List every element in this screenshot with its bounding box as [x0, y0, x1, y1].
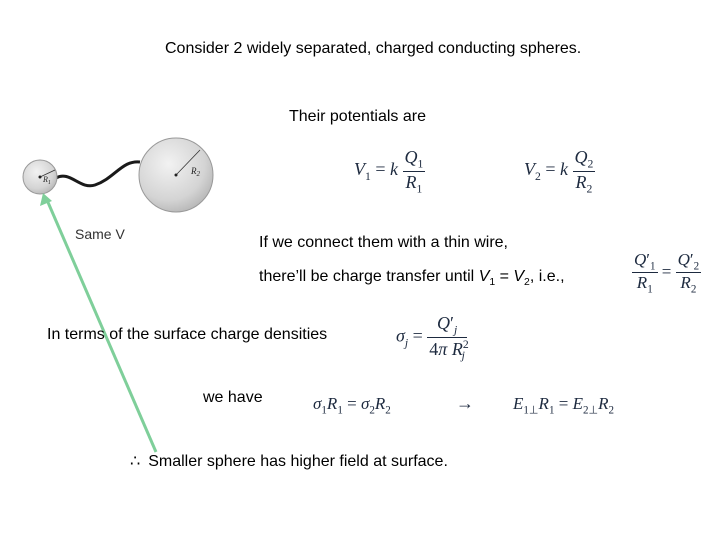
potentials-intro: Their potentials are — [289, 108, 426, 125]
sigma-r-equation: σ1R1 = σ2R2 — [313, 394, 391, 417]
small-sphere-radius-label: R1 — [42, 175, 51, 186]
surface-text: In terms of the surface charge densities — [47, 326, 328, 343]
field-equation: E1⊥R1 = E2⊥R2 — [513, 394, 615, 417]
therefore-symbol: ∴ — [130, 451, 141, 470]
transfer-text: there’ll be charge transfer until V1 = V… — [259, 268, 565, 289]
large-sphere-radius-label: R2 — [190, 166, 201, 178]
connecting-wire — [55, 160, 141, 188]
we-have-text: we have — [203, 389, 263, 406]
pointer-arrow — [45, 199, 158, 453]
connect-text: If we connect them with a thin wire, — [259, 234, 508, 251]
heading: Consider 2 widely separated, charged con… — [165, 40, 582, 57]
pointer-arrowhead — [40, 193, 52, 206]
conclusion: ∴ Smaller sphere has higher field at surf… — [130, 451, 448, 471]
same-v-label: Same V — [75, 226, 125, 242]
conclusion-text: Smaller sphere has higher field at surfa… — [148, 453, 448, 470]
implies-arrow: → — [456, 393, 474, 413]
